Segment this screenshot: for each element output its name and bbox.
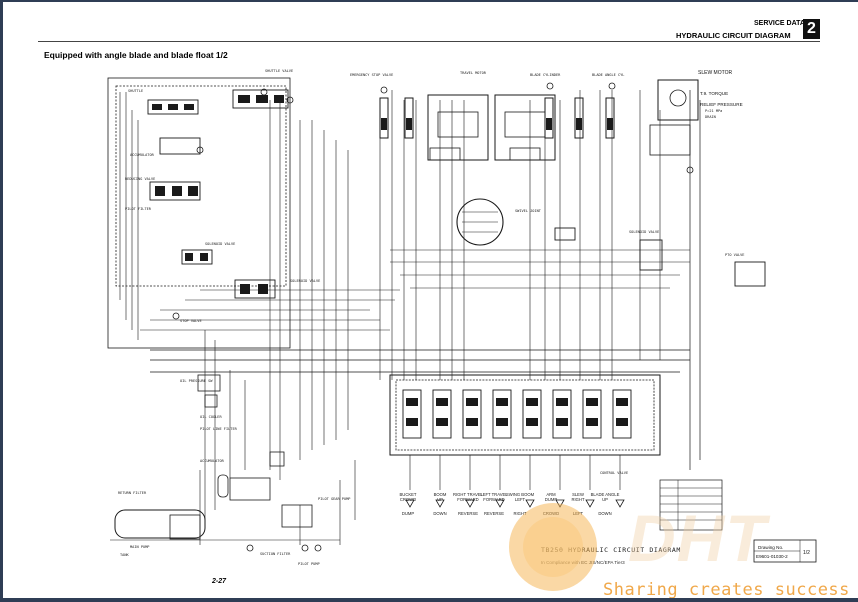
header-rule (38, 41, 820, 42)
swivel-joint (456, 198, 504, 246)
op-label-boom: BOOM (434, 492, 447, 497)
op-label-blade-angle: BLADE ANGLE (591, 492, 620, 497)
drawing-no-value: E9601-01030-2 (756, 554, 788, 559)
svg-text:SOLENOID VALVE: SOLENOID VALVE (290, 279, 320, 283)
op-dir-blade-angle: DOWN (598, 511, 611, 516)
op-sub-arm: DUMP (545, 497, 558, 502)
watermark-circle (509, 503, 597, 591)
svg-text:MAIN PUMP: MAIN PUMP (130, 545, 149, 549)
page-frame-left (0, 0, 3, 602)
svg-text:SWIVEL JOINT: SWIVEL JOINT (515, 209, 542, 213)
svg-text:PILOT GEAR PUMP: PILOT GEAR PUMP (318, 497, 350, 501)
svg-text:BLADE CYLINDER: BLADE CYLINDER (530, 73, 561, 77)
drawing-no-label: Drawing No. (758, 545, 783, 550)
svg-text:SOLENOID VALVE: SOLENOID VALVE (205, 242, 235, 246)
op-dir-swing-boom: RIGHT (513, 511, 526, 516)
svg-text:PILOT PUMP: PILOT PUMP (298, 562, 320, 566)
op-sub-bucket: CROWD (400, 497, 416, 502)
hydraulic-tank (114, 509, 206, 539)
relief-pressure-label: RELIEF PRESSURE (700, 102, 743, 107)
pilot-loop-outer (107, 77, 291, 349)
svg-text:TANK: TANK (120, 553, 129, 557)
op-sub-slew: RIGHT (571, 497, 584, 502)
svg-text:EMERGENCY STOP VALVE: EMERGENCY STOP VALVE (350, 73, 393, 77)
svg-text:PILOT FILTER: PILOT FILTER (125, 207, 152, 211)
svg-text:BLADE ANGLE CYL: BLADE ANGLE CYL (592, 73, 624, 77)
op-label-slew: SLEW (572, 492, 584, 497)
svg-text:ACCUMULATOR: ACCUMULATOR (200, 459, 225, 463)
op-dir-boom: DOWN (433, 511, 446, 516)
operation-labels: BUCKET CROWD DUMP BOOM UP DOWN RIGHT TRA… (400, 492, 620, 516)
section-label: SERVICE DATA (754, 20, 805, 27)
torque-label: T.9. TORQUE (700, 91, 728, 96)
op-label-arm: ARM (546, 492, 556, 497)
op-dir-right-travel: REVERSE (458, 511, 478, 516)
op-sub-right-travel: FORWARD (457, 497, 478, 502)
page-frame-top (0, 0, 858, 2)
page-header-title: HYDRAULIC CIRCUIT DIAGRAM (676, 31, 791, 40)
op-label-right-travel: RIGHT TRAVEL (453, 492, 484, 497)
svg-text:PILOT LINE FILTER: PILOT LINE FILTER (200, 427, 238, 431)
sheet-number: 1/2 (803, 550, 810, 556)
svg-text:TRAVEL MOTOR: TRAVEL MOTOR (460, 71, 487, 75)
svg-text:OIL PRESSURE SW: OIL PRESSURE SW (180, 379, 213, 383)
svg-text:REDUCING VALVE: REDUCING VALVE (125, 177, 155, 181)
slew-motor (657, 79, 699, 121)
svg-text:OIL COOLER: OIL COOLER (200, 415, 222, 419)
svg-text:SOLENOID VALVE: SOLENOID VALVE (629, 230, 659, 234)
svg-text:RETURN FILTER: RETURN FILTER (118, 491, 147, 495)
svg-text:SHUTTLE VALVE: SHUTTLE VALVE (265, 69, 293, 73)
watermark-logo: DHT (628, 501, 767, 575)
chapter-number-badge: 2 (803, 19, 820, 39)
op-sub-left-travel: FORWARD (483, 497, 504, 502)
control-valve-block (389, 374, 661, 456)
watermark-tagline: Sharing creates success (603, 580, 850, 600)
slew-motor-label: SLEW MOTOR (698, 70, 732, 76)
svg-text:CONTROL VALVE: CONTROL VALVE (600, 471, 628, 475)
svg-text:SHUTTLE: SHUTTLE (128, 89, 143, 93)
svg-text:DRAIN: DRAIN (705, 115, 716, 119)
pilot-loop-dashed (115, 85, 287, 287)
svg-text:ACCUMULATOR: ACCUMULATOR (130, 153, 155, 157)
diagram-title: Equipped with angle blade and blade floa… (44, 50, 228, 60)
op-sub-blade-angle: UP (602, 497, 608, 502)
op-label-left-travel: LEFT TRAVEL (480, 492, 508, 497)
svg-text:PTO VALVE: PTO VALVE (725, 253, 744, 257)
op-sub-boom: UP (437, 497, 443, 502)
caption-title: TB250 HYDRAULIC CIRCUIT DIAGRAM (541, 546, 681, 554)
op-label-swing-boom: SWING BOOM (506, 492, 535, 497)
op-dir-left-travel: REVERSE (484, 511, 504, 516)
op-dir-bucket: DUMP (402, 511, 415, 516)
op-label-bucket: BUCKET (400, 492, 417, 497)
travel-motor-left (427, 94, 489, 161)
svg-text:STOP VALVE: STOP VALVE (180, 319, 202, 323)
page-number: 2-27 (212, 578, 227, 585)
svg-text:SUCTION FILTER: SUCTION FILTER (260, 552, 291, 556)
op-sub-swing-boom: LEFT (515, 497, 526, 502)
page-frame-bottom (0, 598, 858, 602)
svg-text:P=21 MPa: P=21 MPa (705, 109, 722, 113)
